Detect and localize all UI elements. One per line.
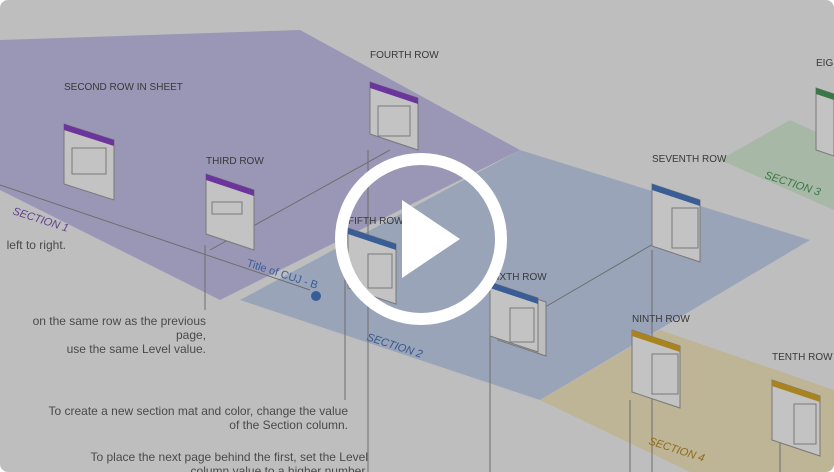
note-new-section-line1: To create a new section mat and color, c… [48, 404, 348, 418]
page-card-seventh [651, 183, 701, 263]
note-left-to-right-text: left to right. [6, 238, 66, 252]
row-label-eighth: EIGHTH [816, 58, 834, 69]
row-label-tenth: TENTH ROW [772, 352, 833, 363]
play-button[interactable] [330, 148, 512, 330]
note-new-section: To create a new section mat and color, c… [40, 404, 348, 432]
row-label-second: SECOND ROW IN SHEET [64, 82, 183, 93]
note-same-row-line2: use the same Level value. [66, 342, 206, 356]
page-card-eighth [815, 87, 834, 157]
row-label-fifth: FIFTH ROW [348, 216, 404, 227]
note-same-row-line1: on the same row as the previous page, [32, 314, 206, 342]
note-same-row: on the same row as the previous page, us… [0, 314, 206, 356]
row-label-sixth: SIXTH ROW [490, 272, 547, 283]
row-label-fourth: FOURTH ROW [370, 50, 439, 61]
section-4-mat [540, 330, 834, 472]
note-behind-line1: To place the next page behind the first,… [90, 450, 368, 464]
page-card-fourth [369, 81, 419, 151]
page-card-tenth [771, 379, 821, 457]
page-card-ninth [631, 329, 681, 409]
section-3-mat [720, 120, 834, 210]
row-label-seventh: SEVENTH ROW [652, 154, 727, 165]
play-icon [335, 153, 507, 325]
note-left-to-right: left to right. [0, 238, 66, 252]
page-card-third [205, 173, 255, 251]
page-card-second [63, 123, 115, 201]
note-behind: To place the next page behind the first,… [60, 450, 368, 472]
row-label-third: THIRD ROW [206, 156, 264, 167]
row-label-ninth: NINTH ROW [632, 314, 690, 325]
note-behind-line2: column value to a higher number. [190, 464, 368, 472]
page-card-sixth [489, 281, 547, 357]
note-new-section-line2: of the Section column. [229, 418, 348, 432]
